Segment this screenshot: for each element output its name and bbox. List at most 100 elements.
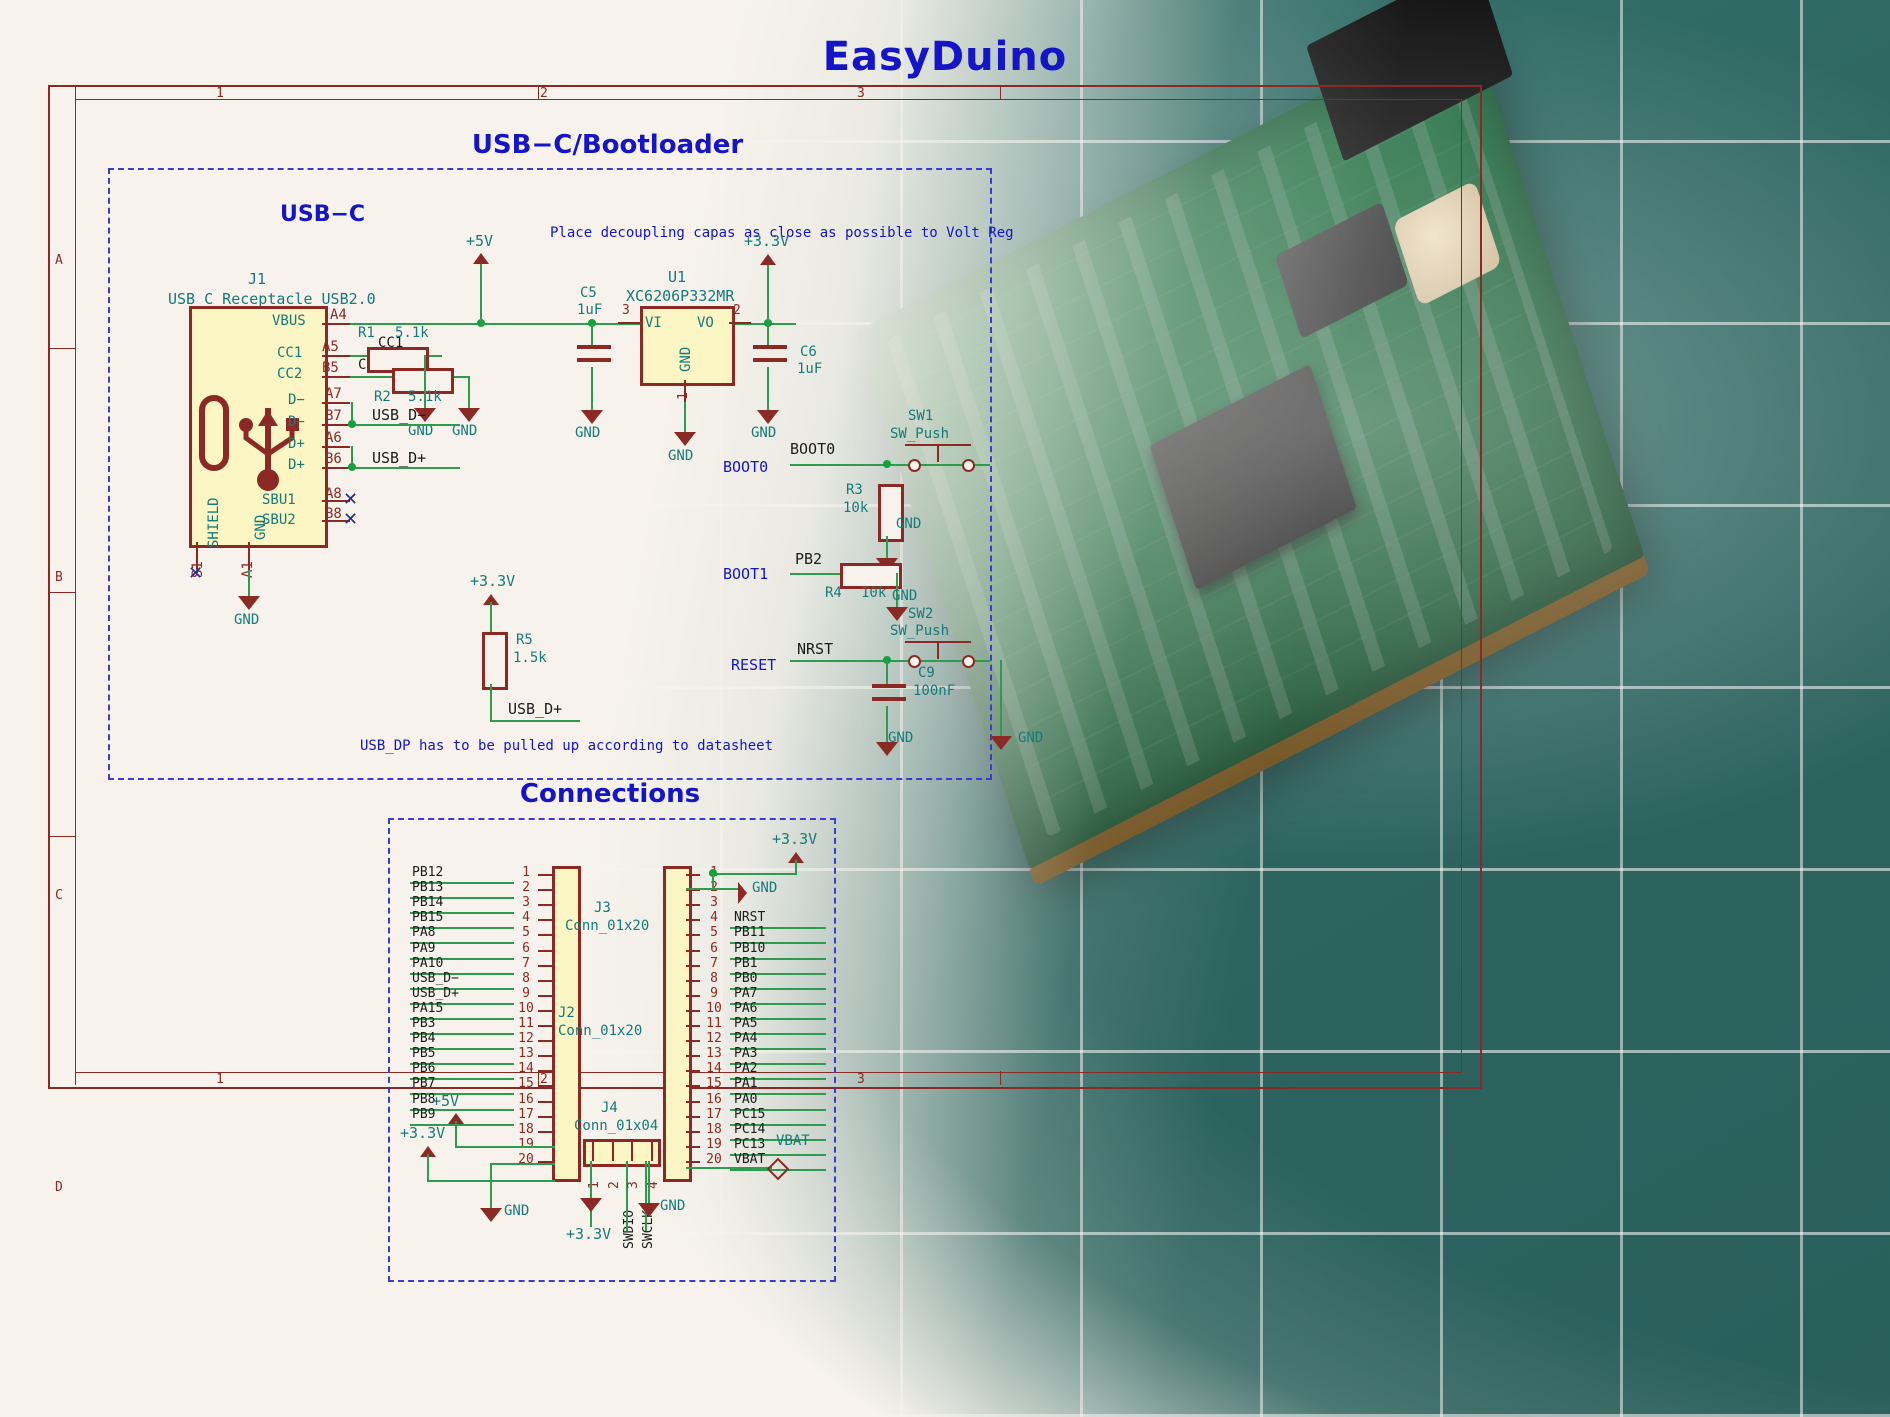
j1-value: USB_C_Receptacle_USB2.0	[168, 290, 376, 308]
power-label-33v: +3.3V	[744, 232, 790, 250]
note-decoupling: Place decoupling capas as close as possi…	[550, 225, 1014, 241]
pin-lead	[538, 904, 552, 907]
j2-pin-wire	[410, 942, 514, 945]
frame-row-label: B	[55, 570, 63, 585]
wire-5v	[480, 260, 482, 323]
frame-tick-label: 2	[540, 1072, 548, 1087]
wire-j2-gnd	[490, 1180, 492, 1212]
j2-pin-number: 10	[518, 1000, 534, 1016]
j3-pin-number: 11	[706, 1016, 722, 1031]
pin-lead	[686, 964, 700, 967]
frame-tick	[48, 348, 75, 349]
wire-gnd	[248, 570, 250, 598]
pin-lead	[686, 1130, 700, 1133]
j3-pin-wire	[730, 1138, 826, 1141]
section-title-usbc: USB−C	[280, 202, 366, 227]
frame-row-label: D	[55, 1180, 63, 1195]
j3-pin-number: 14	[706, 1061, 722, 1077]
pin-lead	[538, 874, 552, 876]
no-connect-icon: ✕	[343, 489, 359, 510]
j3-pin-name: PC13	[734, 1136, 766, 1152]
gnd-symbol	[738, 882, 747, 904]
gnd-symbol	[674, 432, 696, 446]
pin-lead	[538, 1100, 552, 1103]
pin-lead	[686, 1085, 700, 1088]
j4-pin-number: 2	[606, 1181, 622, 1189]
pin-lead	[686, 1160, 700, 1163]
pin-lead	[686, 1145, 700, 1148]
pin-lead	[538, 1025, 552, 1027]
hier-label-boot1: BOOT1	[723, 565, 769, 583]
wire-dm-join	[351, 402, 353, 424]
c5-value: 1uF	[577, 302, 603, 318]
j3-pin-number: 8	[710, 970, 718, 986]
wire-vout	[751, 323, 796, 325]
r3-resistor	[878, 484, 904, 542]
gnd-label: GND	[896, 516, 922, 532]
j2-pin-number: 18	[518, 1121, 534, 1137]
r3-reference: R3	[846, 482, 863, 498]
pin-lead	[686, 1070, 700, 1073]
gnd-symbol	[458, 408, 480, 422]
net-label-boot0: BOOT0	[790, 440, 836, 458]
sw1-plunger	[937, 444, 939, 462]
frame-tick-label: 1	[216, 1072, 224, 1087]
pin-lead	[248, 542, 250, 570]
r5-resistor	[482, 632, 508, 690]
pin-lead	[196, 542, 198, 570]
j2-pin-name: PB12	[412, 865, 444, 880]
pin-lead	[538, 889, 552, 892]
j2-pin-name: PB15	[412, 910, 444, 926]
page-title: EasyDuino	[822, 34, 1068, 80]
j2-pin-number: 6	[522, 940, 530, 956]
j4-pin-wire	[645, 1161, 647, 1231]
j3-pin-number: 3	[710, 895, 718, 911]
gnd-label: GND	[668, 448, 694, 464]
u1-pinnum-2: 2	[733, 303, 741, 318]
pin-lead	[686, 1100, 700, 1103]
u1-pin-gnd: GND	[678, 346, 694, 372]
j1-reference: J1	[248, 270, 267, 288]
junction	[883, 460, 891, 468]
j3-pin-name: PB1	[734, 955, 758, 971]
j3-pin-number: 6	[710, 940, 718, 956]
wire-usb-dm	[350, 424, 460, 426]
frame-tick	[75, 85, 76, 99]
u1-pinnum-3: 3	[622, 303, 630, 318]
j1-pinnum-b5: B5	[322, 360, 339, 376]
r4-reference: R4	[825, 585, 842, 601]
j2-pin-number: 4	[522, 910, 530, 926]
j2-pin-name: PB4	[412, 1031, 436, 1047]
wire-sw2-gnd	[1000, 660, 1002, 740]
wire-usb-dp-pullup	[490, 720, 580, 722]
wire-33v	[767, 262, 769, 323]
wire-r5-bottom	[490, 684, 492, 722]
r1-value: 5.1k	[395, 325, 429, 341]
j1-pinname-cc1: CC1	[277, 345, 303, 361]
pin-lead	[686, 979, 700, 982]
j2-pin-wire	[410, 927, 514, 930]
j2-pin-wire	[410, 1033, 514, 1035]
gnd-symbol	[757, 410, 779, 424]
r5-value: 1.5k	[513, 650, 547, 666]
gnd-label: GND	[752, 880, 778, 896]
wire-r5-top	[490, 602, 492, 632]
j3-pin-wire	[730, 987, 826, 990]
j2-pin-wire	[410, 1063, 514, 1066]
wire-j2-pin18	[455, 1146, 555, 1148]
j2-pin-wire	[410, 972, 514, 975]
j1-pinname-vbus: VBUS	[272, 313, 306, 329]
pin-lead	[686, 1009, 700, 1012]
net-label-usb-dm: USB_D−	[372, 406, 427, 424]
frame-tick	[48, 836, 75, 837]
power-arrow-33v	[420, 1146, 436, 1157]
u1-regulator-body	[640, 306, 735, 386]
u1-pin-vo: VO	[697, 315, 714, 331]
j3-pin-wire	[730, 1093, 826, 1096]
frame-tick	[75, 1071, 76, 1085]
j2-pin-wire	[410, 987, 514, 990]
connections-group-box	[388, 818, 836, 1282]
j3-pin-name: VBAT	[734, 1151, 766, 1167]
